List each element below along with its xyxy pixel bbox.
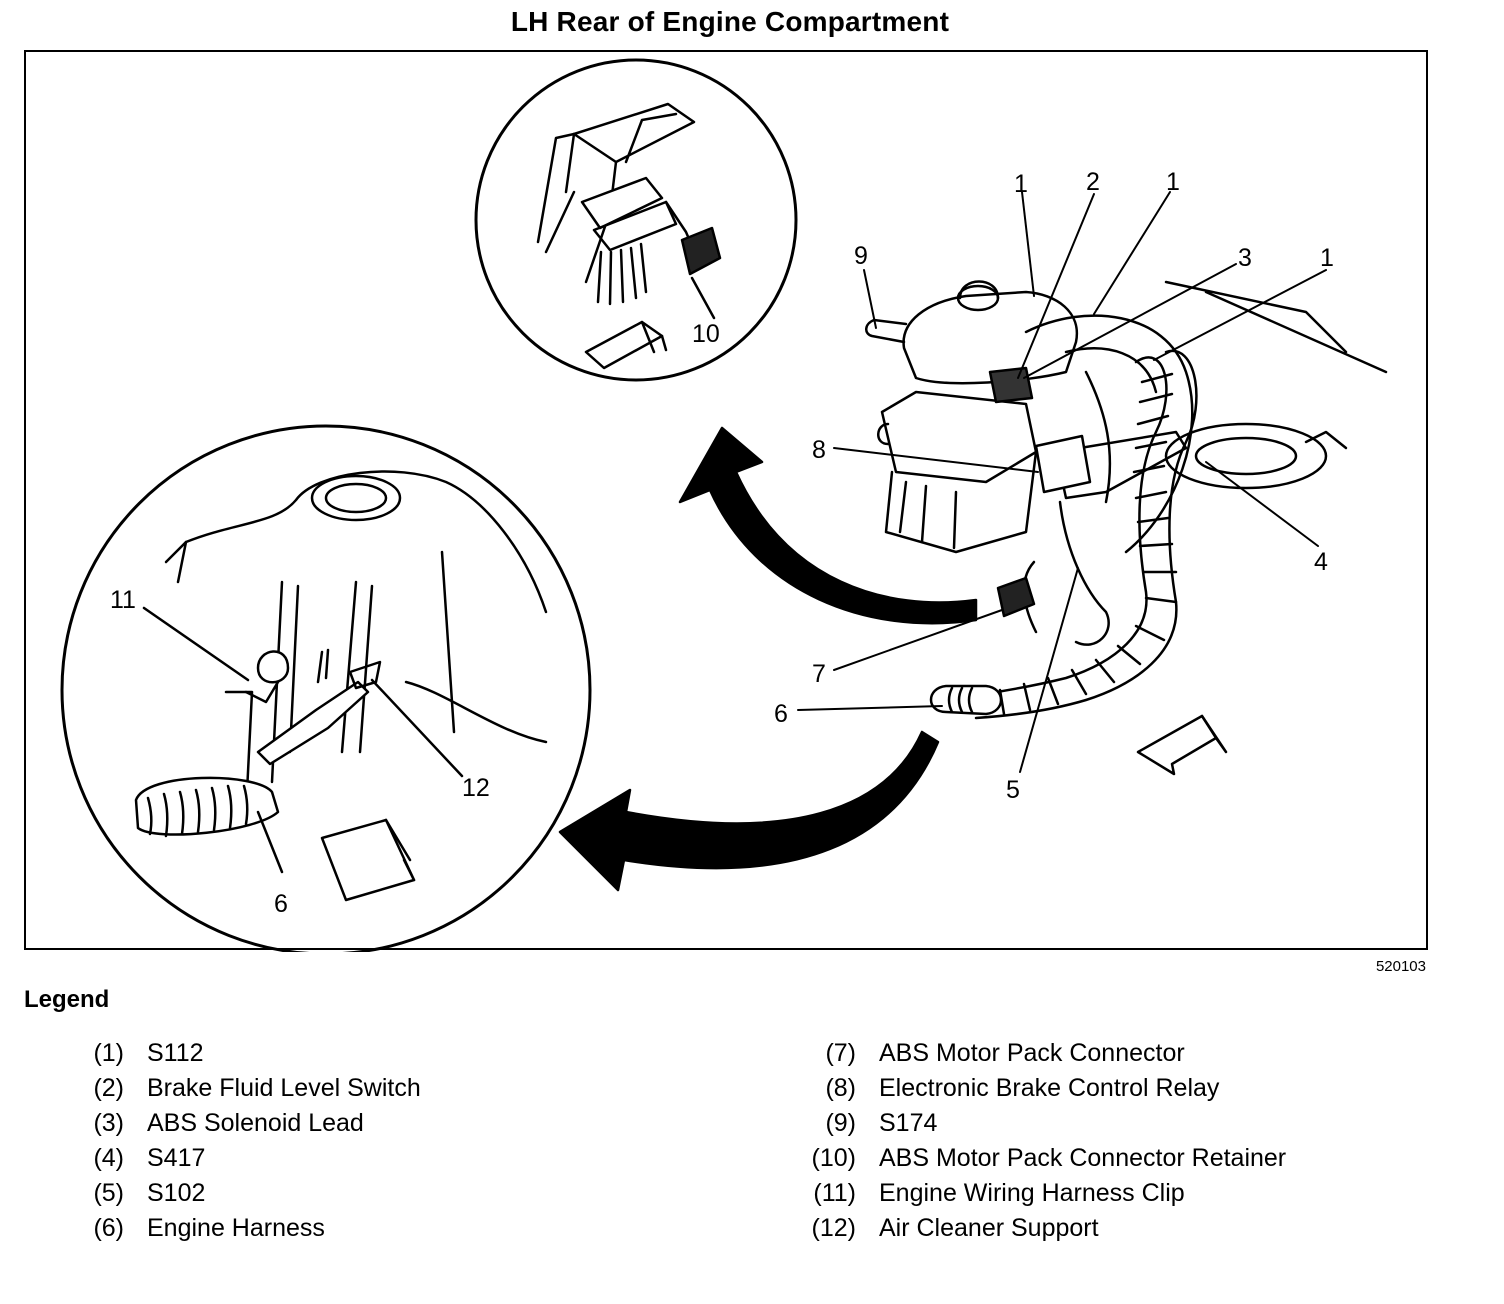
legend-list-left: (1)S112 (2)Brake Fluid Level Switch (3)A… [64, 1036, 421, 1246]
legend-item: (11)Engine Wiring Harness Clip [813, 1179, 1185, 1207]
detail-circle-bottom [60, 424, 592, 952]
callout-labels: 1 2 1 3 1 9 8 4 7 6 5 10 11 12 6 [110, 168, 1334, 918]
engine-compartment-illustration: 1 2 1 3 1 9 8 4 7 6 5 10 11 12 6 [60, 58, 1388, 952]
callout-5: 5 [1006, 776, 1020, 804]
diagram-figure: 1 2 1 3 1 9 8 4 7 6 5 10 11 12 6 [24, 50, 1428, 952]
callout-8: 8 [812, 436, 826, 464]
legend-item: (1)S112 [93, 1039, 204, 1067]
callout-4: 4 [1314, 548, 1328, 576]
curved-arrows [558, 426, 978, 892]
legend-item: (7)ABS Motor Pack Connector [825, 1039, 1185, 1067]
leader-lines [797, 191, 1327, 773]
legend-heading: Legend [24, 986, 110, 1013]
legend-item: (12)Air Cleaner Support [811, 1214, 1099, 1242]
callout-6-main: 6 [774, 700, 788, 728]
legend-item: (3)ABS Solenoid Lead [93, 1109, 364, 1137]
legend-item: (9)S174 [825, 1109, 938, 1137]
callout-7: 7 [812, 660, 826, 688]
main-assembly-drawing [865, 280, 1388, 776]
callout-11: 11 [110, 586, 136, 614]
legend-item: (8)Electronic Brake Control Relay [825, 1074, 1220, 1102]
callout-3: 3 [1238, 244, 1252, 272]
callout-12: 12 [462, 774, 490, 802]
callout-6-detail: 6 [274, 890, 288, 918]
diagram-title: LH Rear of Engine Compartment [510, 6, 950, 37]
legend-item: (2)Brake Fluid Level Switch [93, 1074, 421, 1102]
figure-id: 520103 [1375, 958, 1426, 975]
callout-9: 9 [854, 242, 868, 270]
legend-item: (10)ABS Motor Pack Connector Retainer [811, 1144, 1287, 1172]
callout-1-b: 1 [1166, 168, 1180, 196]
detail-circle-top [474, 58, 798, 382]
legend-item: (4)S417 [93, 1144, 206, 1172]
callout-1-c: 1 [1320, 244, 1334, 272]
callout-2: 2 [1086, 168, 1100, 196]
legend-item: (5)S102 [93, 1179, 206, 1207]
legend-list-right: (7)ABS Motor Pack Connector (8)Electroni… [796, 1036, 1287, 1246]
callout-10: 10 [692, 320, 720, 348]
callout-1-a: 1 [1014, 170, 1028, 198]
legend-item: (6)Engine Harness [93, 1214, 325, 1242]
